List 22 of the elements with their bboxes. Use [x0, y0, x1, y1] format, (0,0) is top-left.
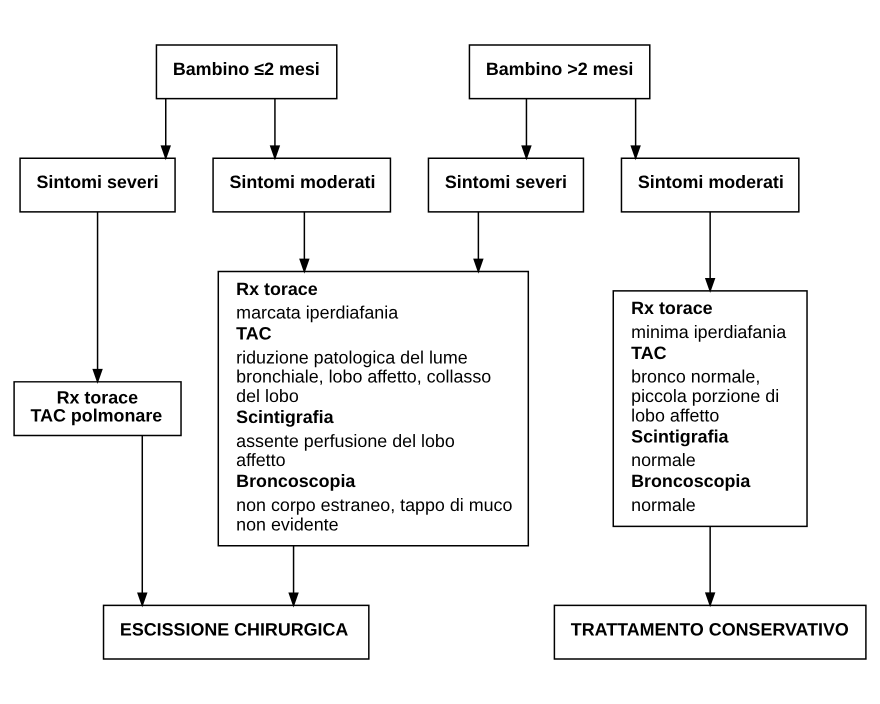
node-box: TRATTAMENTO CONSERVATIVO [554, 604, 867, 660]
arrow [160, 98, 171, 160]
node-box: Bambino ≤2 mesi [156, 44, 338, 100]
node-box: Sintomi moderati [620, 158, 800, 213]
arrow [473, 212, 484, 274]
node-box: ESCISSIONE CHIRURGICA [102, 604, 370, 660]
node-box: Rx torace marcata iperdiafania TAC riduzione patologica del lume bronchiale, lobo affetto, collasso del lobo Scintigrafia assente perfusione del lobo affetto Broncoscopia non corpo estraneo, tappo di muco non evidente [218, 270, 530, 546]
arrow [704, 526, 716, 608]
node-box: Sintomi moderati [212, 158, 392, 213]
arrow [521, 98, 532, 160]
arrow [299, 212, 310, 274]
node-box: Sintomi severi [19, 158, 176, 213]
arrow [270, 98, 280, 160]
arrow [288, 546, 299, 608]
node-box: Rx torace TAC polmonare [13, 381, 182, 436]
arrow [704, 212, 716, 293]
node-box: Bambino >2 mesi [468, 44, 651, 100]
node-box: Sintomi severi [428, 158, 584, 213]
arrow [630, 98, 641, 160]
arrow [92, 212, 103, 384]
node-box: Rx torace minima iperdiafania TAC bronco normale, piccola porzione di lobo affetto Scintigrafia normale Broncoscopia normale [612, 290, 808, 528]
arrow [137, 436, 148, 608]
